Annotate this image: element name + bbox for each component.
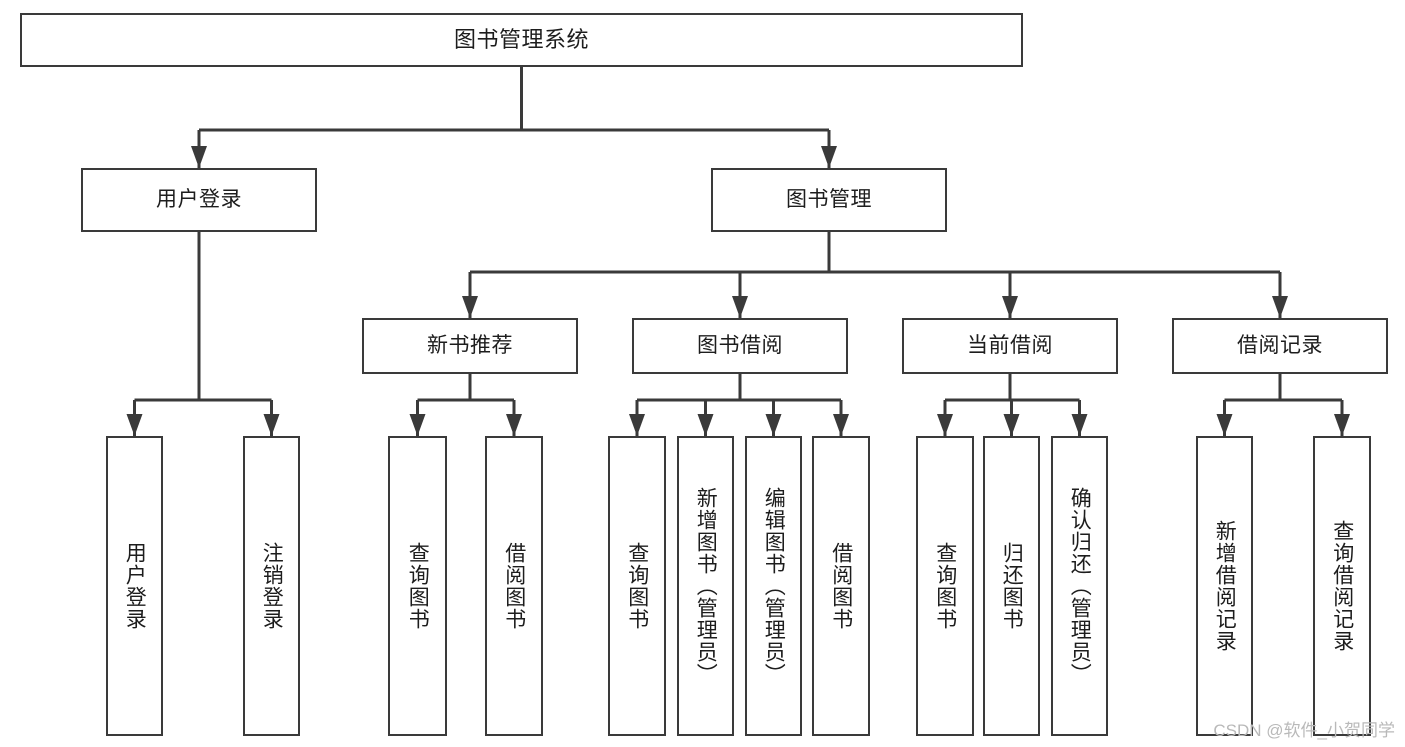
node-label-leaf-query-record: 查询借阅记录 <box>1330 520 1354 652</box>
connector-arrowhead <box>126 414 143 436</box>
node-label-leaf-borrow-book-1: 借阅图书 <box>502 542 526 630</box>
connector-arrowhead <box>821 146 837 168</box>
node-current-borrow[interactable]: 当前借阅 <box>902 318 1118 374</box>
node-label-leaf-return-book: 归还图书 <box>1000 542 1024 630</box>
connector-arrowhead <box>697 414 714 436</box>
node-label-book-manage: 图书管理 <box>786 187 872 211</box>
node-leaf-user-login[interactable]: 用户登录 <box>106 436 163 736</box>
node-new-book-rec[interactable]: 新书推荐 <box>362 318 578 374</box>
node-root[interactable]: 图书管理系统 <box>20 13 1023 67</box>
node-label-leaf-edit-book: 编辑图书（管理员） <box>762 487 786 685</box>
node-label-leaf-user-login: 用户登录 <box>123 542 147 630</box>
node-label-leaf-user-logout: 注销登录 <box>260 542 284 630</box>
connector-arrowhead <box>263 414 280 436</box>
connector-arrowhead <box>1334 414 1350 436</box>
connector-arrowhead <box>1216 414 1233 436</box>
node-leaf-borrow-book-1[interactable]: 借阅图书 <box>485 436 543 736</box>
node-book-manage[interactable]: 图书管理 <box>711 168 947 232</box>
node-label-leaf-add-record: 新增借阅记录 <box>1213 520 1237 652</box>
node-user-login[interactable]: 用户登录 <box>81 168 317 232</box>
node-leaf-query-book-2[interactable]: 查询图书 <box>608 436 666 736</box>
connector-arrowhead <box>1272 296 1288 318</box>
connector-arrowhead <box>1003 414 1020 436</box>
node-leaf-query-book-3[interactable]: 查询图书 <box>916 436 974 736</box>
node-leaf-edit-book[interactable]: 编辑图书（管理员） <box>745 436 802 736</box>
node-leaf-add-book[interactable]: 新增图书（管理员） <box>677 436 734 736</box>
connector-arrowhead <box>833 414 849 436</box>
node-borrow-record[interactable]: 借阅记录 <box>1172 318 1388 374</box>
connector-arrowhead <box>1071 414 1088 436</box>
node-leaf-query-record[interactable]: 查询借阅记录 <box>1313 436 1371 736</box>
node-label-leaf-borrow-book-2: 借阅图书 <box>829 542 853 630</box>
node-label-leaf-confirm-return: 确认归还（管理员） <box>1068 487 1092 685</box>
watermark-text: CSDN @软件_小贺同学 <box>1213 721 1395 740</box>
node-leaf-borrow-book-2[interactable]: 借阅图书 <box>812 436 870 736</box>
node-label-leaf-add-book: 新增图书（管理员） <box>694 487 718 685</box>
connector-arrowhead <box>462 296 478 318</box>
node-label-leaf-query-book-2: 查询图书 <box>625 542 649 630</box>
node-leaf-query-book-1[interactable]: 查询图书 <box>388 436 447 736</box>
node-label-leaf-query-book-1: 查询图书 <box>406 542 430 630</box>
node-leaf-add-record[interactable]: 新增借阅记录 <box>1196 436 1253 736</box>
connector-arrowhead <box>506 414 522 436</box>
node-leaf-user-logout[interactable]: 注销登录 <box>243 436 300 736</box>
node-label-current-borrow: 当前借阅 <box>967 333 1053 357</box>
connector-arrowhead <box>409 414 426 436</box>
connector-arrowhead <box>732 296 748 318</box>
node-label-user-login: 用户登录 <box>156 187 242 211</box>
node-label-book-borrow: 图书借阅 <box>697 333 783 357</box>
node-label-new-book-rec: 新书推荐 <box>427 333 513 357</box>
node-label-leaf-query-book-3: 查询图书 <box>933 542 957 630</box>
node-label-root: 图书管理系统 <box>453 27 589 53</box>
connector-arrowhead <box>937 414 953 436</box>
node-leaf-return-book[interactable]: 归还图书 <box>983 436 1040 736</box>
node-leaf-confirm-return[interactable]: 确认归还（管理员） <box>1051 436 1108 736</box>
node-book-borrow[interactable]: 图书借阅 <box>632 318 848 374</box>
connector-arrowhead <box>629 414 645 436</box>
node-label-borrow-record: 借阅记录 <box>1237 333 1323 357</box>
connector-arrowhead <box>191 146 207 168</box>
connector-arrowhead <box>765 414 782 436</box>
connector-arrowhead <box>1002 296 1018 318</box>
